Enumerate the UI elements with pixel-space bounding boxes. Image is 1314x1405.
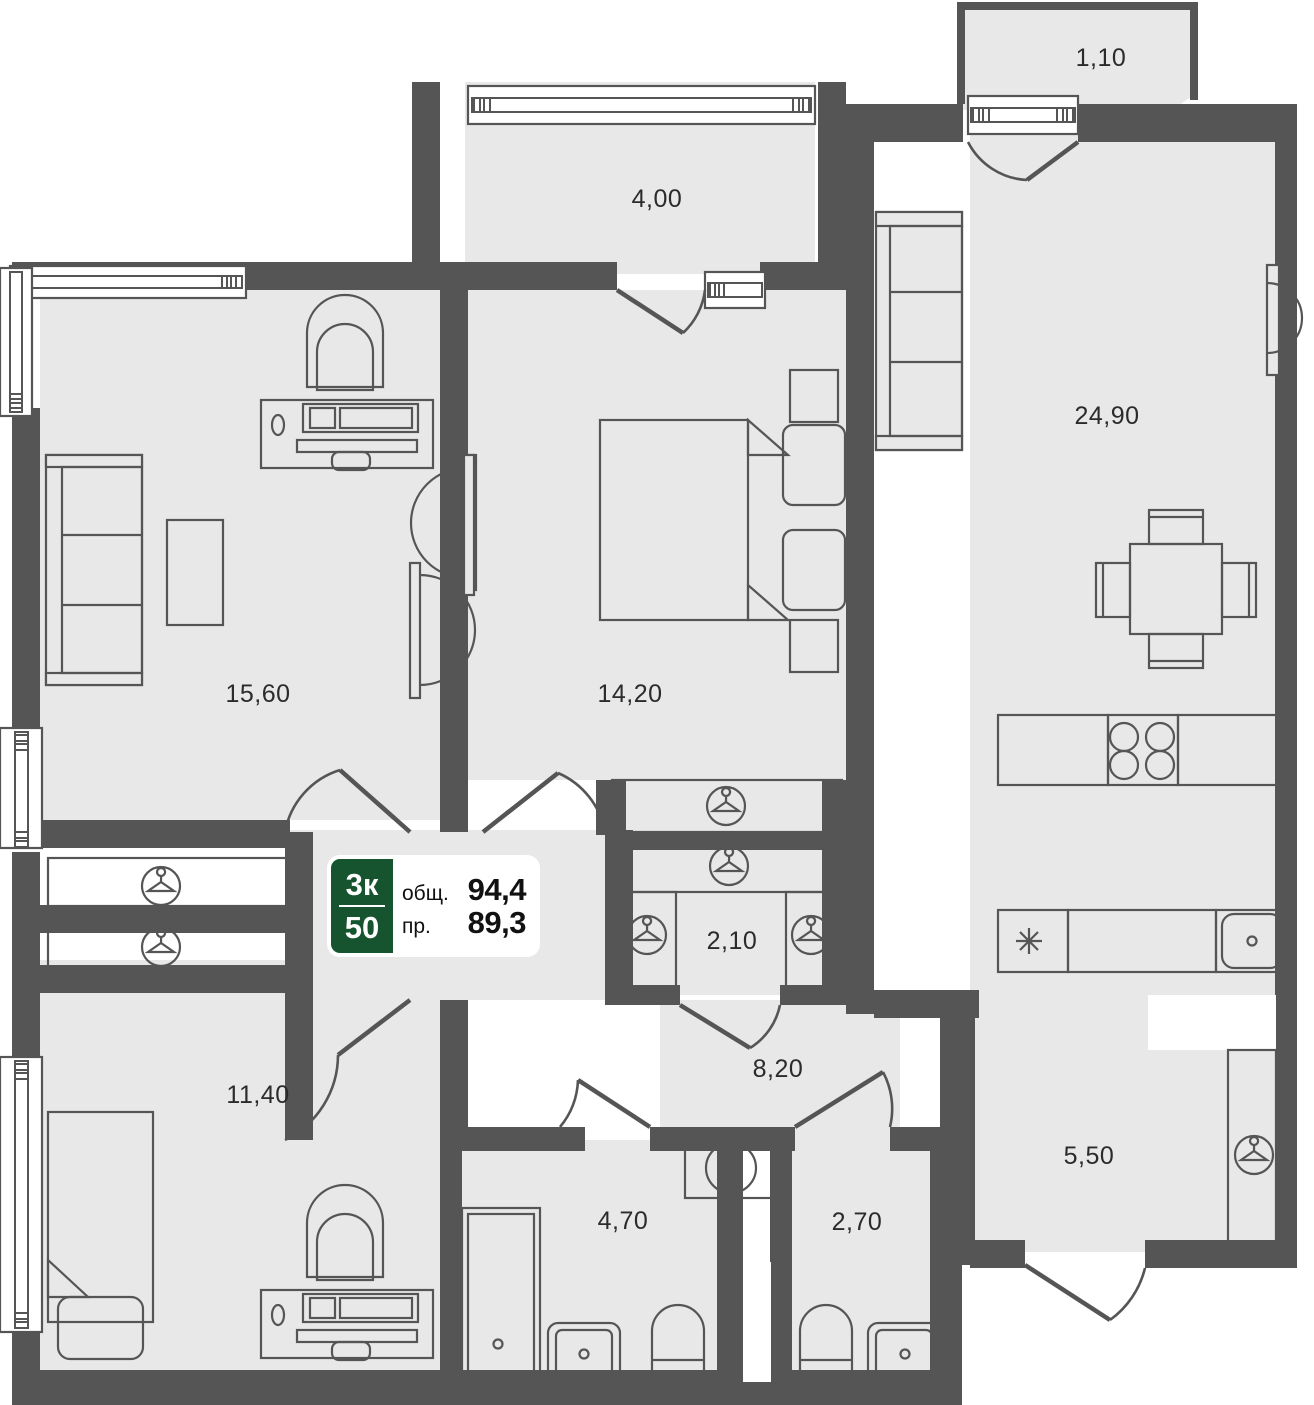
sofa-icon (874, 210, 964, 452)
badge-rooms-floor: 3к 50 (331, 859, 393, 953)
kitchen-counter-upper (996, 713, 1290, 787)
area-label-balcony-top: 4,00 (632, 185, 683, 213)
wardrobe-hanger-icon (140, 865, 182, 907)
desk-icon (259, 293, 435, 472)
window-left-top-vertical (0, 266, 34, 418)
bathroom-sink-icon (546, 1321, 622, 1383)
area-label-hallway: 8,20 (753, 1055, 804, 1083)
area-label-living-room: 24,90 (1074, 402, 1139, 430)
area-labels: 4,00 1,10 24,90 15,60 14,20 11,40 2,10 8… (225, 44, 1139, 1236)
washing-machine-icon (683, 1138, 779, 1200)
area-label-room-1140: 11,40 (226, 1081, 289, 1109)
wardrobe-hanger-icon (1233, 1134, 1275, 1176)
door-room-1140 (284, 998, 412, 1142)
window-left-lower (0, 1055, 44, 1334)
door-wardrobe (678, 1003, 782, 1050)
area-label-entrance-hall: 5,50 (1064, 1142, 1115, 1170)
floor-fills (40, 8, 1287, 1380)
door-bedroom-1420 (481, 771, 607, 834)
sofa-icon-2 (44, 453, 144, 687)
area-label-room-1560: 15,60 (225, 680, 290, 708)
wardrobe-hanger-icon (790, 914, 832, 956)
corridor-closets (46, 856, 290, 971)
toilet-icon-2 (798, 1303, 854, 1383)
door-bathroom-small (793, 1070, 894, 1129)
badge-divider (339, 905, 385, 907)
area-label-bathroom-small: 2,70 (832, 1208, 883, 1236)
door-balcony-top (615, 288, 707, 335)
window-balcony-top (466, 84, 817, 126)
kitchen-counter-lower (996, 908, 1290, 974)
bedroom-door-panel (462, 453, 476, 597)
doors (283, 140, 1147, 1322)
bed-icon-2 (46, 1110, 155, 1361)
area-label-bathroom-large: 4,70 (598, 1207, 649, 1235)
badge-total-label: общ. (402, 881, 449, 905)
refrigerator-icon (1016, 928, 1042, 954)
badge-total-area-row: общ. 94,4 (402, 871, 527, 907)
door-bathroom-large (558, 1078, 652, 1129)
window-left-upper (0, 726, 44, 850)
door-entrance (1023, 1263, 1147, 1322)
toilet-icon (650, 1303, 706, 1383)
walls (12, 2, 1297, 1405)
windows (0, 84, 1304, 1382)
furniture (44, 210, 1290, 1383)
entrance-wardrobe (1226, 1048, 1278, 1252)
badge-floor-number: 50 (344, 910, 380, 945)
window-left-top (8, 264, 248, 300)
area-label-bedroom-1420: 14,20 (597, 680, 662, 708)
bathtub-icon (460, 1206, 542, 1382)
badge-living-area-row: пр. 89,3 (402, 905, 527, 940)
hanger-icons (140, 785, 1275, 1176)
apartment-info-badge[interactable]: 3к 50 общ. 94,4 пр. 89,3 (331, 859, 536, 953)
wardrobe-hanger-icon (140, 926, 182, 968)
wardrobe-hanger-icon (708, 845, 750, 887)
door-balcony-top-right (966, 140, 1080, 182)
door-room-1560 (283, 768, 412, 834)
dining-table-icon (1094, 508, 1258, 670)
area-label-balcony-top-right: 1,10 (1076, 44, 1127, 72)
coffee-table-icon (165, 518, 225, 627)
badge-areas: общ. 94,4 пр. 89,3 (393, 859, 536, 953)
badge-total-value: 94,4 (467, 871, 527, 907)
closet-door-1560-b (408, 561, 477, 700)
area-label-wardrobe: 2,10 (707, 927, 758, 955)
badge-living-label: пр. (402, 915, 431, 938)
balcony-door-top (703, 270, 767, 310)
desk-icon-2 (259, 1183, 435, 1362)
bathroom-sink-icon-2 (866, 1321, 942, 1383)
wardrobe-hanger-icon (626, 914, 668, 956)
badge-room-count: 3к (345, 867, 379, 902)
balcony-door-top-right (966, 94, 1080, 136)
window-right-wall (1265, 263, 1304, 377)
bed-icon (598, 368, 847, 674)
badge-living-value: 89,3 (467, 905, 527, 940)
wardrobe-shelves (610, 778, 844, 994)
wardrobe-hanger-icon (705, 785, 747, 827)
